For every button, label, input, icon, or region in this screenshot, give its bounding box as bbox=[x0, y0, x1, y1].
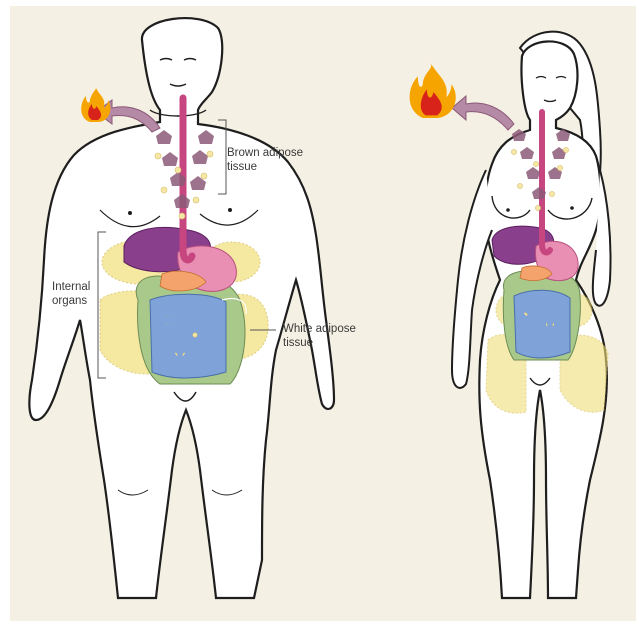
flame-icon bbox=[410, 63, 456, 118]
brown-adipose-label: Brown adipose tissue bbox=[227, 146, 303, 174]
internal-organs-label: Internal organs bbox=[52, 280, 90, 308]
male-figure bbox=[29, 18, 334, 598]
brown-adipose-label-line1: Brown adipose bbox=[227, 146, 303, 160]
internal-organs-label-line2: organs bbox=[52, 294, 90, 308]
internal-organs-label-line1: Internal bbox=[52, 280, 90, 294]
white-adipose-label: White adipose tissue bbox=[283, 322, 356, 350]
white-adipose-label-line2: tissue bbox=[283, 336, 356, 350]
brown-adipose-label-line2: tissue bbox=[227, 160, 303, 174]
arrow-icon bbox=[452, 96, 514, 130]
white-adipose-label-line1: White adipose bbox=[283, 322, 356, 336]
female-figure bbox=[410, 32, 611, 598]
